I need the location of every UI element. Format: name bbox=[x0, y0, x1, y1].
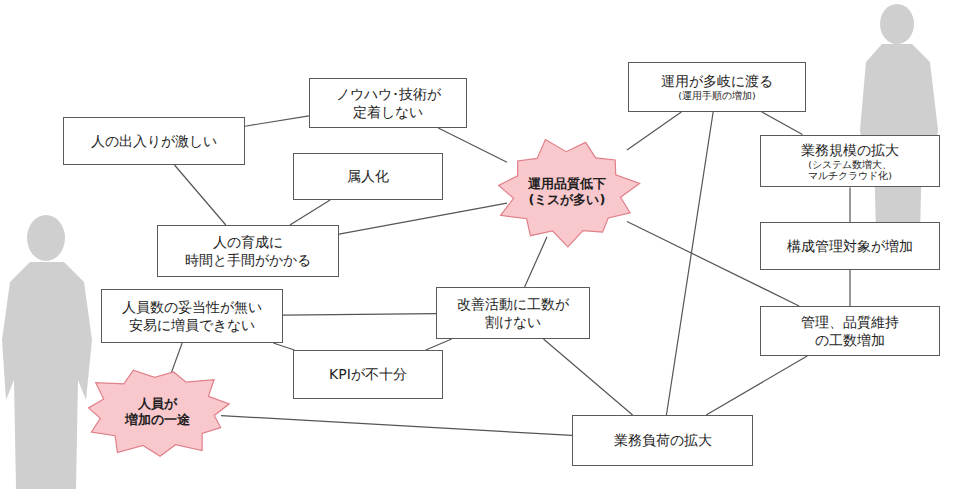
process-box: 人員数の妥当性が無い 安易に増員できない bbox=[101, 289, 283, 343]
process-box: 構成管理対象が増加 bbox=[760, 222, 940, 270]
connector-line bbox=[273, 343, 294, 350]
process-box: 業務規模の拡大(システム数増大、マルチクラウド化) bbox=[760, 135, 940, 188]
connector-line bbox=[849, 270, 850, 306]
box-label: 人の育成に 時間と手間がかかる bbox=[178, 233, 318, 269]
connector-line bbox=[245, 116, 309, 126]
box-label: 管理、品質維持 の工数増加 bbox=[790, 313, 910, 349]
silhouette-left bbox=[2, 215, 92, 489]
box-label: 構成管理対象が増加 bbox=[787, 237, 913, 255]
connector-line bbox=[706, 356, 807, 415]
process-box: 業務負荷の拡大 bbox=[572, 415, 753, 466]
box-label: 人員が 増加の一途 bbox=[117, 396, 197, 429]
connector-line bbox=[221, 416, 572, 436]
connector-line bbox=[171, 343, 182, 374]
process-box: 運用が多岐に渡る(運用手順の増加) bbox=[628, 62, 806, 112]
process-box: KPIが不十分 bbox=[293, 350, 443, 399]
box-note: (運用手順の増加) bbox=[678, 90, 755, 101]
process-box: 人の出入りが激しい bbox=[63, 117, 245, 165]
burst-callout: 人員が 増加の一途 bbox=[77, 364, 237, 460]
burst-callout: 運用品質低下 (ミスが多い) bbox=[492, 136, 642, 248]
connector-line bbox=[849, 187, 850, 222]
connector-line bbox=[175, 165, 226, 225]
connector-line bbox=[525, 237, 547, 287]
silhouette-right bbox=[860, 4, 938, 235]
connector-line bbox=[438, 128, 507, 162]
box-label: ノウハウ･技術が 定着しない bbox=[323, 85, 453, 121]
connector-line bbox=[290, 200, 330, 225]
connector-line bbox=[426, 339, 452, 350]
process-box: 属人化 bbox=[293, 153, 443, 200]
connector-line bbox=[762, 112, 802, 135]
box-label: 業務負荷の拡大 bbox=[614, 431, 712, 449]
box-label: 改善活動に工数が 割けない bbox=[451, 295, 576, 331]
connector-line bbox=[339, 203, 507, 234]
process-box: 人の育成に 時間と手間がかかる bbox=[157, 225, 339, 277]
process-box: ノウハウ･技術が 定着しない bbox=[309, 78, 467, 128]
box-label: 運用品質低下 (ミスが多い) bbox=[522, 176, 612, 209]
box-label: 業務規模の拡大 bbox=[801, 141, 899, 159]
box-note: (システム数増大、マルチクラウド化) bbox=[771, 159, 929, 182]
connector-line bbox=[283, 314, 436, 315]
connector-line bbox=[627, 112, 681, 150]
connector-line bbox=[543, 339, 632, 415]
box-label: KPIが不十分 bbox=[329, 365, 407, 383]
process-box: 管理、品質維持 の工数増加 bbox=[760, 306, 940, 356]
box-label: 運用が多岐に渡る bbox=[661, 72, 773, 90]
connector-line bbox=[666, 112, 713, 415]
box-label: 属人化 bbox=[347, 167, 389, 185]
box-label: 人の出入りが激しい bbox=[91, 132, 217, 150]
process-box: 改善活動に工数が 割けない bbox=[436, 287, 590, 339]
box-label: 人員数の妥当性が無い 安易に増員できない bbox=[117, 298, 267, 334]
